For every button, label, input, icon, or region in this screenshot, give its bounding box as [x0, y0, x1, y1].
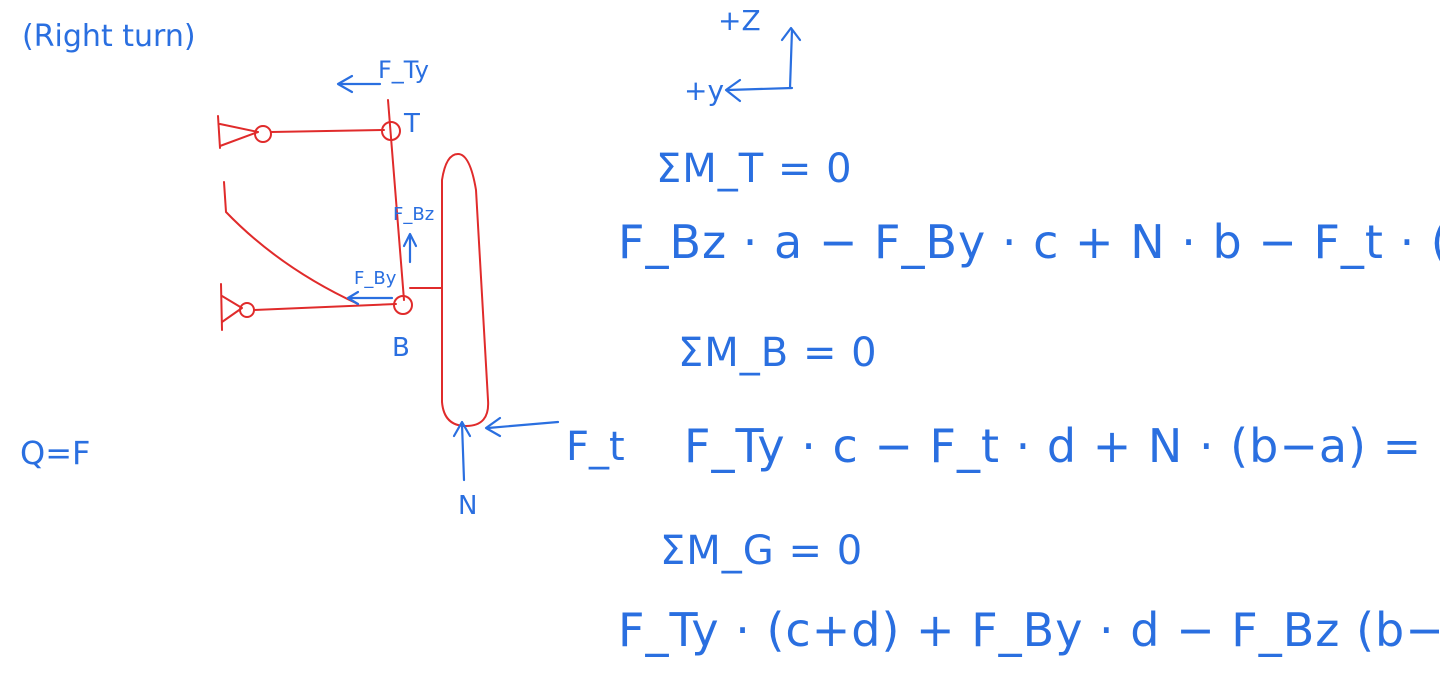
upper-mount-plate [217, 115, 221, 149]
axis-indicator: +Z +y [684, 4, 802, 107]
note-q-equals-f: Q=F [20, 434, 90, 472]
ft-label: F_t [566, 424, 625, 470]
z-axis-arrowhead [780, 26, 802, 42]
fbz-label: F_Bz [393, 204, 434, 225]
lower-ball-joint-b [393, 295, 413, 315]
suspension-sketch [217, 99, 490, 427]
fty-label: F_Ty [378, 56, 429, 84]
ft-arrow-line [486, 420, 560, 430]
equation-3: F_Ty · (c+d) + F_By · d − F_Bz (b−a) = 0 [618, 603, 1440, 657]
fty-arrowhead [336, 74, 354, 94]
note-right-turn: (Right turn) [22, 19, 196, 54]
y-axis-line [726, 86, 794, 92]
lower-control-arm [253, 303, 397, 311]
diagonal-strut [223, 181, 359, 305]
sum-moments-g: ΣM_G = 0 [660, 528, 863, 574]
ft-arrowhead [484, 416, 502, 438]
y-axis-label: +y [684, 74, 724, 107]
lower-mount-triangle [221, 295, 243, 323]
upper-control-arm [270, 129, 385, 133]
lower-inner-joint [239, 302, 255, 318]
sum-moments-b: ΣM_B = 0 [678, 330, 878, 376]
sketch-force-annotations: F_Ty T F_Bz F_By B F_t N [336, 56, 625, 521]
sum-moments-t: ΣM_T = 0 [656, 146, 853, 192]
upper-inner-joint [254, 125, 272, 143]
lower-mount-plate [220, 283, 223, 331]
point-b-label: B [392, 333, 410, 363]
equation-2: F_Ty · c − F_t · d + N · (b−a) = 0 [684, 419, 1440, 473]
fbz-arrowhead [402, 232, 418, 248]
y-axis-arrowhead [724, 78, 742, 103]
equations-block: ΣM_T = 0 F_Bz · a − F_By · c + N · b − F… [618, 146, 1440, 657]
n-arrow-line [460, 422, 466, 482]
z-axis-label: +Z [718, 4, 761, 37]
n-label: N [458, 491, 477, 521]
equation-1: F_Bz · a − F_By · c + N · b − F_t · (c+d… [618, 215, 1440, 269]
n-arrowhead [452, 420, 472, 438]
tire [441, 153, 490, 427]
fby-label: F_By [354, 268, 397, 289]
fby-arrowhead [346, 290, 360, 306]
knuckle-upright [387, 99, 405, 301]
point-t-label: T [403, 109, 420, 139]
upper-mount-triangle [219, 123, 259, 147]
z-axis-line [788, 28, 794, 90]
